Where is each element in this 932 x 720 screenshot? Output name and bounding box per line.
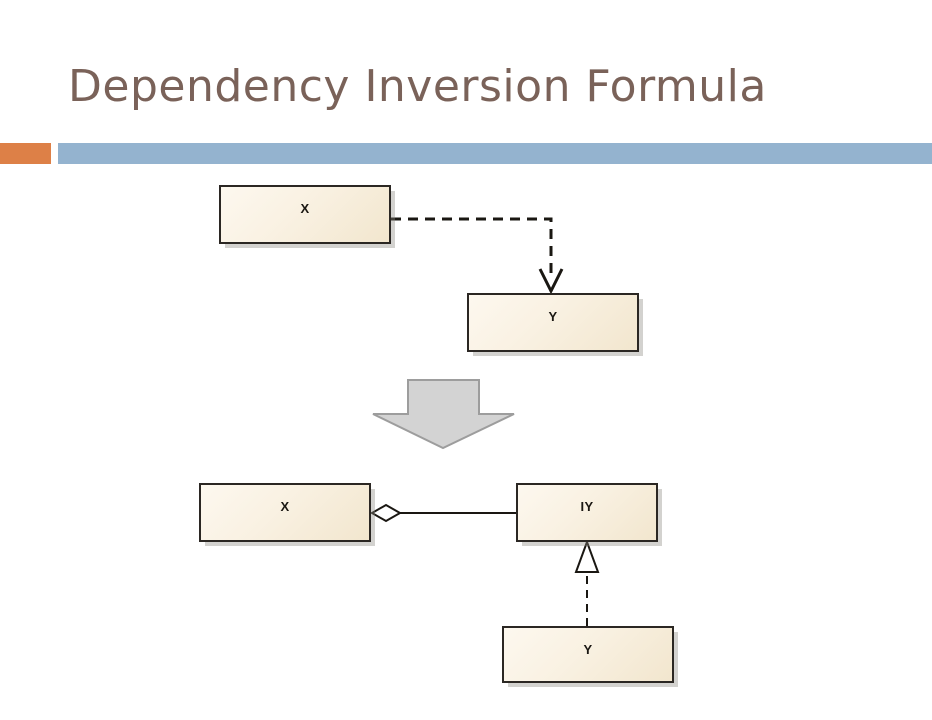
uml-box-label: Y	[548, 309, 558, 324]
uml-box-label: IY	[580, 499, 594, 514]
uml-box-x-after[interactable]: X	[199, 483, 371, 542]
accent-block	[0, 143, 51, 164]
dependency-x-to-y-connector	[391, 217, 564, 295]
aggregation-x-to-iy-connector	[369, 503, 516, 523]
uml-box-label: X	[280, 499, 290, 514]
uml-box-iy-interface[interactable]: IY	[516, 483, 658, 542]
transform-arrow-icon	[372, 379, 515, 450]
uml-box-x-before[interactable]: X	[219, 185, 391, 244]
uml-box-label: X	[300, 201, 310, 216]
realization-y-to-iy-connector	[574, 539, 600, 626]
page-title: Dependency Inversion Formula	[68, 61, 767, 112]
uml-box-label: Y	[583, 642, 593, 657]
uml-box-y-before[interactable]: Y	[467, 293, 639, 352]
header-rule	[58, 143, 932, 164]
uml-box-y-after[interactable]: Y	[502, 626, 674, 683]
